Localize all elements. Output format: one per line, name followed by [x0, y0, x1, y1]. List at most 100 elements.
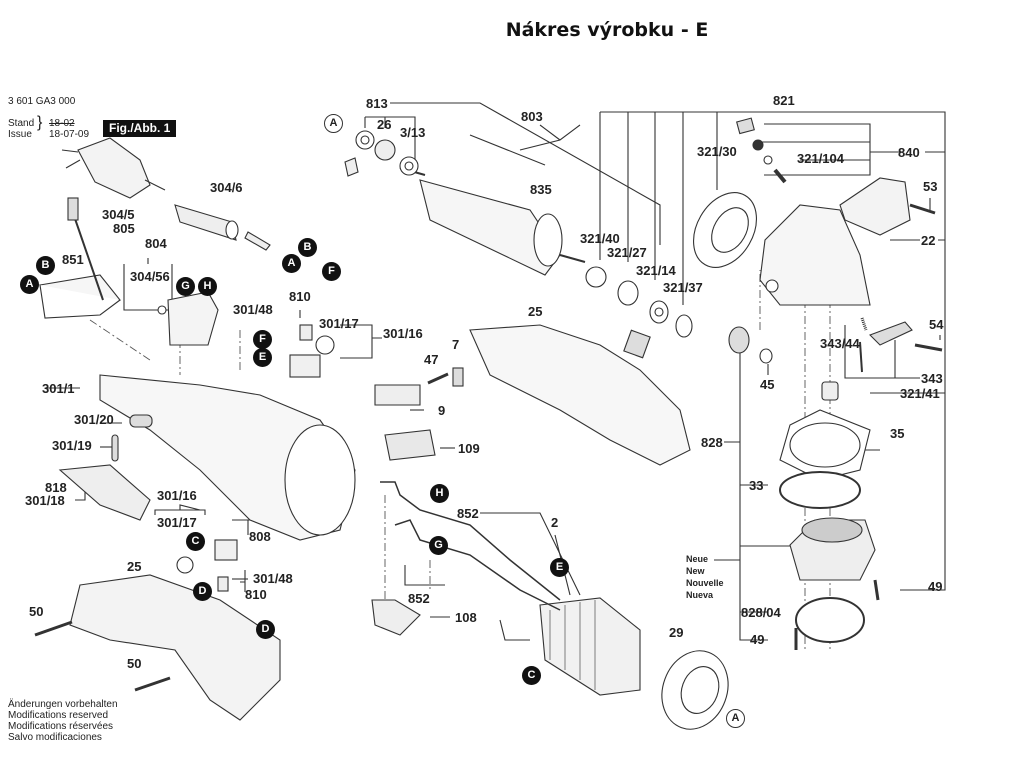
part-label-301-19[interactable]: 301/19 [52, 438, 92, 453]
part-label-321-41[interactable]: 321/41 [900, 386, 940, 401]
callout-A-baffle[interactable]: A [726, 709, 745, 728]
part-label-301-17-top[interactable]: 301/17 [319, 316, 359, 331]
part-label-343[interactable]: 343 [921, 371, 943, 386]
part-label-851[interactable]: 851 [62, 252, 84, 267]
part-label-852-top[interactable]: 852 [457, 506, 479, 521]
callout-G-terminal[interactable]: G [176, 277, 195, 296]
callout-A-cable[interactable]: A [282, 254, 301, 273]
part-label-321-40[interactable]: 321/40 [580, 231, 620, 246]
part-label-47[interactable]: 47 [424, 352, 439, 367]
part-label-3-13[interactable]: 3/13 [400, 125, 426, 140]
part-label-49-right[interactable]: 49 [928, 579, 943, 594]
part-label-25-bottom[interactable]: 25 [127, 559, 142, 574]
callout-E-brush[interactable]: E [253, 348, 272, 367]
callout-A-armature[interactable]: A [324, 114, 343, 133]
callout-G-wire[interactable]: G [429, 536, 448, 555]
callout-B-switch[interactable]: B [36, 256, 55, 275]
parts-graphics [34, 117, 943, 730]
part-label-321-14[interactable]: 321/14 [636, 263, 676, 278]
issue-label: Issue [8, 129, 32, 140]
callout-A-switch[interactable]: A [20, 275, 39, 294]
part-label-852-bottom[interactable]: 852 [408, 591, 430, 606]
part-label-321-37[interactable]: 321/37 [663, 280, 703, 295]
part-label-301-17-bottom[interactable]: 301/17 [157, 515, 197, 530]
part-label-301-1[interactable]: 301/1 [42, 381, 75, 396]
part-label-828-04[interactable]: 828/04 [741, 605, 781, 620]
part-label-835[interactable]: 835 [530, 182, 552, 197]
part-label-54[interactable]: 54 [929, 317, 944, 332]
terminal-block-part [167, 291, 219, 346]
part-label-804[interactable]: 804 [145, 236, 167, 251]
new-label-de: Neue [686, 554, 709, 564]
part-label-50-b[interactable]: 50 [127, 656, 142, 671]
part-number: 3 601 GA3 000 [8, 96, 76, 107]
callout-F-brush[interactable]: F [253, 330, 272, 349]
part-label-9[interactable]: 9 [438, 403, 446, 418]
issue-date: 18-07-09 [49, 129, 90, 140]
part-label-33[interactable]: 33 [749, 478, 764, 493]
part-label-50-a[interactable]: 50 [29, 604, 44, 619]
callout-F-top[interactable]: F [322, 262, 341, 281]
new-label-es: Nueva [686, 590, 714, 600]
part-label-301-20[interactable]: 301/20 [74, 412, 114, 427]
part-label-810-top[interactable]: 810 [289, 289, 311, 304]
field-coil-part [539, 597, 641, 696]
new-label-fr: Nouvelle [686, 578, 724, 588]
part-label-840[interactable]: 840 [898, 145, 920, 160]
part-label-29[interactable]: 29 [669, 625, 684, 640]
callout-C-coil[interactable]: C [522, 666, 541, 685]
part-label-304-6[interactable]: 304/6 [210, 180, 243, 195]
brace: } [37, 114, 43, 131]
part-label-301-18[interactable]: 301/18 [25, 493, 65, 508]
footer-line-en: Modifications reserved [8, 710, 109, 721]
callout-D-brush[interactable]: D [193, 582, 212, 601]
part-label-25-top[interactable]: 25 [528, 304, 543, 319]
part-label-301-16-top[interactable]: 301/16 [383, 326, 423, 341]
callout-E-coil[interactable]: E [550, 558, 569, 577]
part-label-321-30[interactable]: 321/30 [697, 144, 737, 159]
part-label-35[interactable]: 35 [890, 426, 905, 441]
part-label-26[interactable]: 26 [377, 117, 392, 132]
plug-part [77, 137, 151, 199]
part-label-828[interactable]: 828 [701, 435, 723, 450]
stand-date: 18-02 [49, 118, 75, 129]
modifications-notice: Änderungen vorbehalten Modifications res… [8, 699, 118, 743]
part-label-808[interactable]: 808 [249, 529, 271, 544]
part-label-805[interactable]: 805 [113, 221, 135, 236]
callout-H-terminal[interactable]: H [198, 277, 217, 296]
part-label-45[interactable]: 45 [760, 377, 775, 392]
part-label-108[interactable]: 108 [455, 610, 477, 625]
part-label-22[interactable]: 22 [921, 233, 936, 248]
part-label-49-bottom[interactable]: 49 [750, 632, 765, 647]
part-label-301-48-top[interactable]: 301/48 [233, 302, 273, 317]
part-label-2[interactable]: 2 [551, 515, 559, 530]
cable-sleeve-part [174, 204, 237, 241]
part-label-304-56[interactable]: 304/56 [130, 269, 170, 284]
part-label-818[interactable]: 818 [45, 480, 67, 495]
figure-label: Fig./Abb. 1 [103, 120, 177, 137]
callout-H-wire[interactable]: H [430, 484, 449, 503]
part-label-810-bottom[interactable]: 810 [245, 587, 267, 602]
part-label-813[interactable]: 813 [366, 96, 388, 111]
footer-line-de: Änderungen vorbehalten [8, 699, 118, 710]
part-label-821[interactable]: 821 [773, 93, 795, 108]
part-label-321-104[interactable]: 321/104 [797, 151, 844, 166]
callout-B-cable[interactable]: B [298, 238, 317, 257]
rear-handle-part [469, 324, 691, 466]
part-label-304-5[interactable]: 304/5 [102, 207, 135, 222]
part-label-301-48-bottom[interactable]: 301/48 [253, 571, 293, 586]
callout-D-wire[interactable]: D [256, 620, 275, 639]
part-label-109[interactable]: 109 [458, 441, 480, 456]
part-label-7[interactable]: 7 [452, 337, 460, 352]
callout-C-brush[interactable]: C [186, 532, 205, 551]
part-label-343-44[interactable]: 343/44 [820, 336, 860, 351]
stand-label: Stand [8, 118, 35, 129]
part-label-321-27[interactable]: 321/27 [607, 245, 647, 260]
part-label-301-16-bottom[interactable]: 301/16 [157, 488, 197, 503]
part-label-803[interactable]: 803 [521, 109, 543, 124]
leader-lines [45, 102, 946, 641]
part-label-53[interactable]: 53 [923, 179, 938, 194]
footer-line-fr: Modifications réservées [8, 721, 114, 732]
footer-line-es: Salvo modificaciones [8, 732, 102, 743]
